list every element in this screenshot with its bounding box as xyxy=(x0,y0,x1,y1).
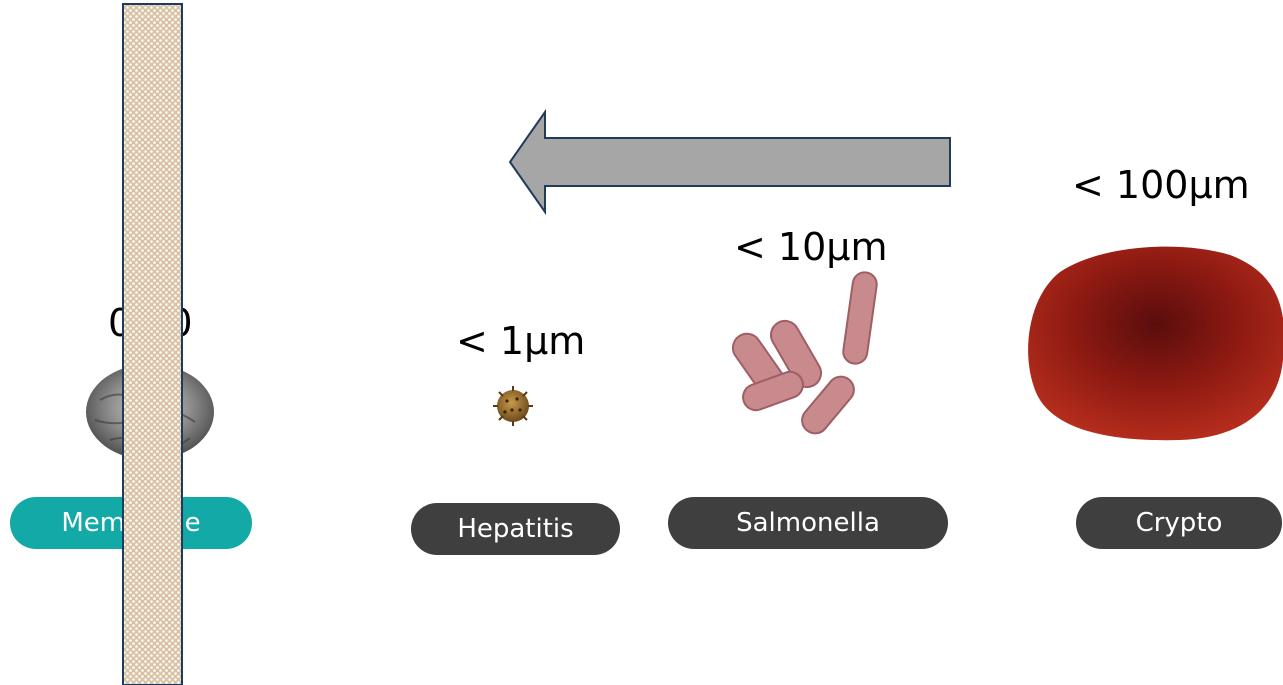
left-arrow-icon xyxy=(510,112,950,212)
bacteria-icon xyxy=(727,271,878,439)
hepatitis-size-label: < 1µm xyxy=(456,322,585,360)
hepatitis-pill: Hepatitis xyxy=(411,503,620,555)
salmonella-pill-label: Salmonella xyxy=(736,508,880,538)
virus-icon xyxy=(493,386,533,426)
hepatitis-pill-label: Hepatitis xyxy=(457,514,573,544)
cell-icon xyxy=(1028,247,1283,441)
crypto-size-label: < 100µm xyxy=(1072,166,1250,204)
membrane-strip xyxy=(123,4,182,685)
salmonella-pill: Salmonella xyxy=(668,497,948,549)
crypto-pill: Crypto xyxy=(1076,497,1282,549)
salmonella-size-label: < 10µm xyxy=(734,228,887,266)
crypto-pill-label: Crypto xyxy=(1136,508,1223,538)
